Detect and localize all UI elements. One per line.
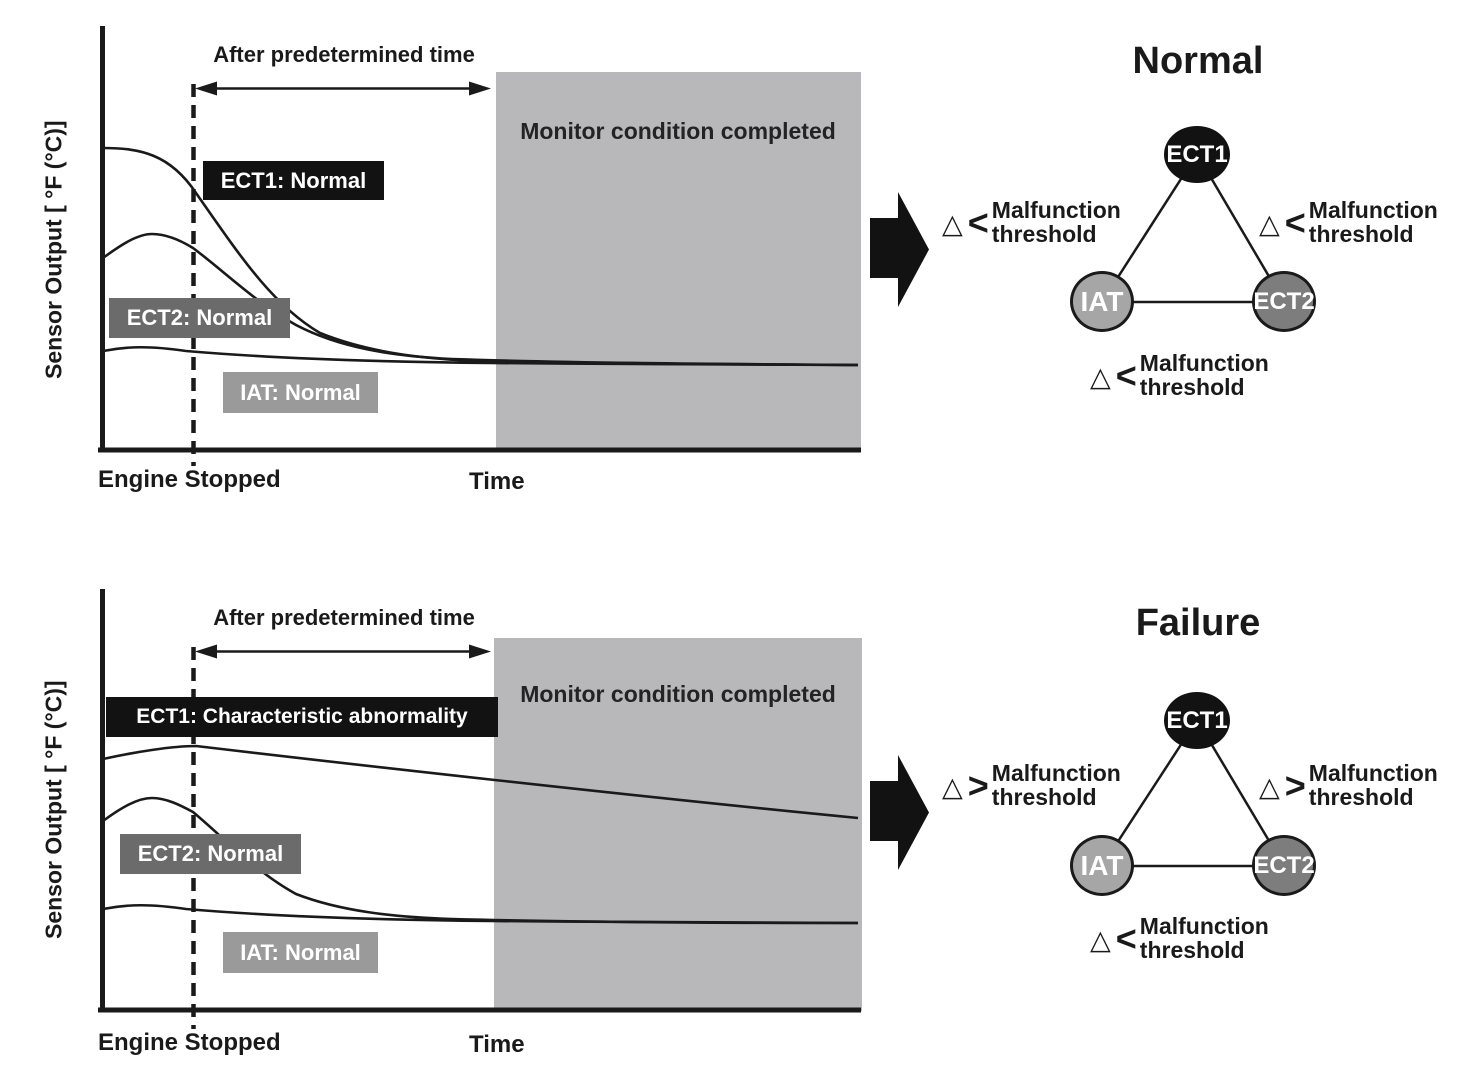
node-ect2: ECT2 [1252, 271, 1316, 332]
arrowhead-left-icon [195, 644, 217, 659]
ect1-label-box: ECT1: Normal [203, 161, 384, 200]
y-axis-label: Sensor Output [ °F (°C)] [40, 120, 67, 380]
threshold-line2: threshold [1308, 221, 1414, 247]
comparator-icon: < [1284, 202, 1306, 243]
node-iat: IAT [1070, 271, 1134, 332]
comparator-icon: > [967, 765, 989, 806]
threshold-label-left: △ > Malfunction threshold [942, 761, 1121, 809]
flow-arrow-icon [870, 755, 929, 870]
arrowhead-left-icon [195, 81, 217, 96]
comparator-icon: < [1115, 918, 1137, 959]
iat-label-box: IAT: Normal [223, 932, 378, 973]
node-ect1: ECT1 [1164, 692, 1230, 749]
panel-title-normal: Normal [1132, 40, 1264, 82]
comparator-icon: > [1284, 765, 1306, 806]
monitor-condition-label: Monitor condition completed [520, 681, 836, 707]
delta-icon: △ [1090, 361, 1111, 392]
delta-icon: △ [942, 771, 963, 802]
threshold-line1: Malfunction [1139, 913, 1269, 939]
threshold-line2: threshold [1139, 374, 1245, 400]
node-iat: IAT [1070, 835, 1134, 896]
threshold-line1: Malfunction [991, 760, 1121, 786]
y-axis-label: Sensor Output [ °F (°C)] [40, 680, 67, 940]
threshold-line2: threshold [1308, 784, 1414, 810]
threshold-label-bottom: △ < Malfunction threshold [1090, 351, 1269, 399]
threshold-line1: Malfunction [991, 197, 1121, 223]
threshold-line2: threshold [991, 784, 1097, 810]
iat-curve [102, 903, 859, 925]
ect1-abnormal-curve [102, 744, 859, 820]
node-ect2: ECT2 [1252, 835, 1316, 896]
time-axis-label: Time [469, 1031, 525, 1058]
delta-icon: △ [1259, 208, 1280, 239]
time-axis-label: Time [469, 468, 525, 495]
ect2-label-box: ECT2: Normal [120, 834, 301, 874]
arrowhead-right-icon [469, 81, 491, 96]
threshold-label-right: △ < Malfunction threshold [1259, 198, 1438, 246]
after-predetermined-time-label: After predetermined time [213, 605, 475, 630]
delta-icon: △ [1259, 771, 1280, 802]
panel-title-failure: Failure [1135, 602, 1261, 644]
node-ect1: ECT1 [1164, 126, 1230, 183]
threshold-label-right: △ > Malfunction threshold [1259, 761, 1438, 809]
ect2-label-box: ECT2: Normal [109, 298, 290, 338]
threshold-label-bottom: △ < Malfunction threshold [1090, 914, 1269, 962]
comparator-icon: < [1115, 355, 1137, 396]
threshold-line2: threshold [991, 221, 1097, 247]
threshold-line1: Malfunction [1139, 350, 1269, 376]
after-predetermined-time-label: After predetermined time [213, 42, 475, 67]
threshold-line1: Malfunction [1308, 760, 1438, 786]
threshold-line1: Malfunction [1308, 197, 1438, 223]
delta-icon: △ [942, 208, 963, 239]
monitor-region [496, 72, 861, 451]
engine-stopped-label: Engine Stopped [98, 466, 281, 493]
delta-icon: △ [1090, 924, 1111, 955]
iat-curve [102, 345, 859, 367]
flow-arrow-icon [870, 192, 929, 307]
threshold-line2: threshold [1139, 937, 1245, 963]
monitor-region [494, 638, 862, 1011]
monitor-condition-label: Monitor condition completed [520, 118, 836, 144]
threshold-label-left: △ < Malfunction threshold [942, 198, 1121, 246]
iat-label-box: IAT: Normal [223, 372, 378, 413]
ect1-label-box: ECT1: Characteristic abnormality [106, 697, 498, 737]
comparator-icon: < [967, 202, 989, 243]
engine-stopped-label: Engine Stopped [98, 1029, 281, 1056]
arrowhead-right-icon [469, 644, 491, 659]
